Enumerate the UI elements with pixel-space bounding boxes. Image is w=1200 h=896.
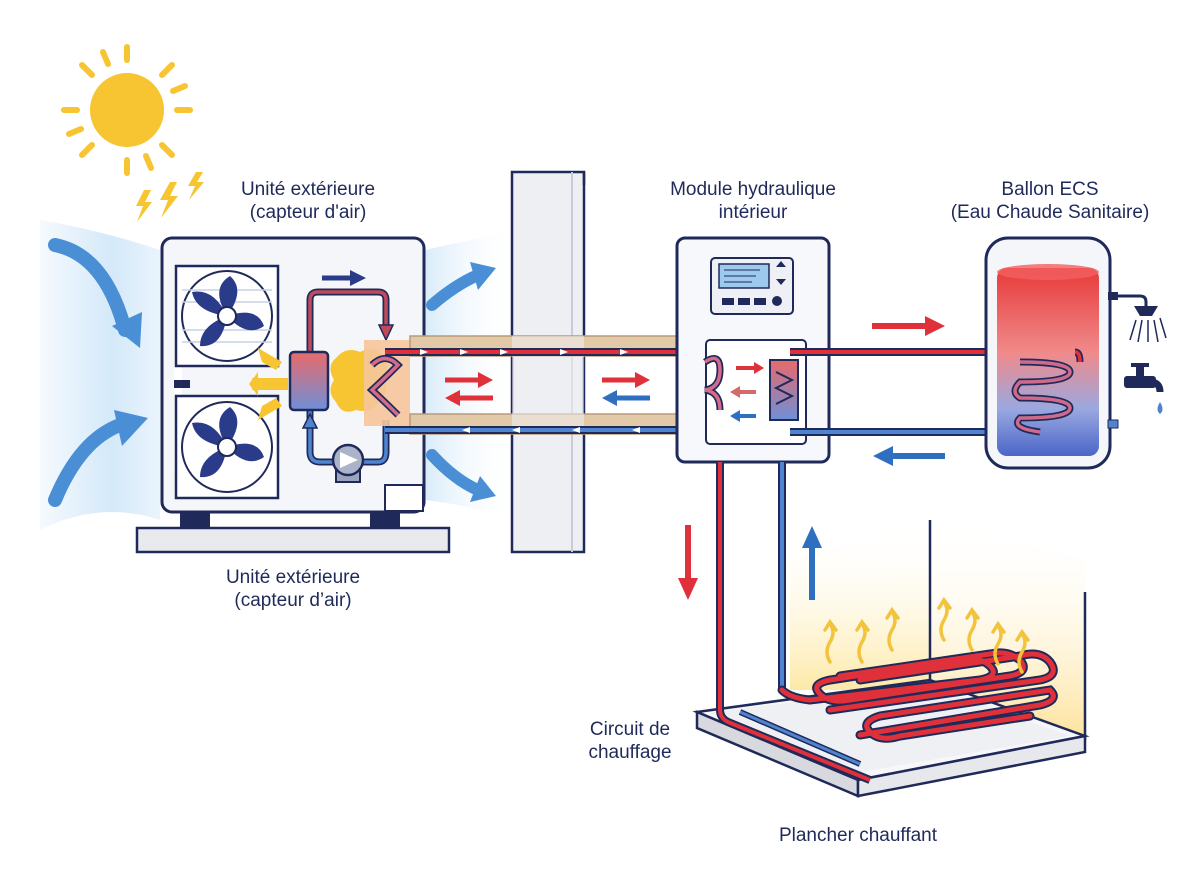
heat-wave-icon bbox=[823, 596, 1030, 674]
sun-icon bbox=[61, 44, 193, 176]
outdoor-unit-label-top: Unité extérieure (capteur d'air) bbox=[208, 178, 408, 224]
hydraulic-module-label: Module hydraulique intérieur bbox=[633, 178, 873, 224]
hydraulic-module-label-line2: intérieur bbox=[718, 202, 788, 223]
floor-heating-label: Plancher chauffant bbox=[748, 824, 968, 847]
shower-icon bbox=[1118, 294, 1167, 343]
heating-circuit-pipes bbox=[678, 462, 1058, 784]
hydraulic-module bbox=[675, 236, 831, 464]
incoming-air-flow bbox=[40, 220, 160, 530]
ecs-tank-label: Ballon ECS (Eau Chaude Sanitaire) bbox=[920, 178, 1180, 224]
outdoor-unit-label-bottom-line2: (capteur d’air) bbox=[234, 590, 352, 611]
outdoor-unit-label-bottom-line1: Unité extérieure bbox=[225, 567, 361, 588]
outdoor-unit-label-bottom: Unité extérieure (capteur d’air) bbox=[193, 566, 393, 612]
heating-circuit-label-line1: Circuit de bbox=[589, 719, 671, 740]
fan-icon bbox=[174, 264, 280, 368]
ecs-tank-label-line1: Ballon ECS bbox=[1001, 179, 1099, 200]
lightning-icon bbox=[136, 172, 204, 222]
connection-pipes bbox=[366, 335, 700, 435]
floor-heating-label-line1: Plancher chauffant bbox=[778, 825, 938, 846]
heating-circuit-label-line2: chauffage bbox=[588, 742, 672, 763]
hydraulic-module-label-line1: Module hydraulique bbox=[670, 179, 836, 200]
outdoor-unit-label-top-line1: Unité extérieure bbox=[240, 179, 376, 200]
faucet-icon bbox=[1124, 363, 1164, 414]
outdoor-unit-label-top-line2: (capteur d'air) bbox=[249, 202, 367, 223]
outdoor-unit bbox=[135, 236, 451, 554]
ecs-tank-label-line2: (Eau Chaude Sanitaire) bbox=[950, 202, 1150, 223]
pump-icon bbox=[331, 443, 365, 483]
outgoing-air-flow bbox=[425, 230, 515, 520]
ecs-tank bbox=[984, 236, 1119, 470]
heating-circuit-label: Circuit de chauffage bbox=[575, 718, 685, 764]
fan-icon bbox=[174, 394, 280, 500]
thermostat-display-icon bbox=[710, 257, 794, 315]
